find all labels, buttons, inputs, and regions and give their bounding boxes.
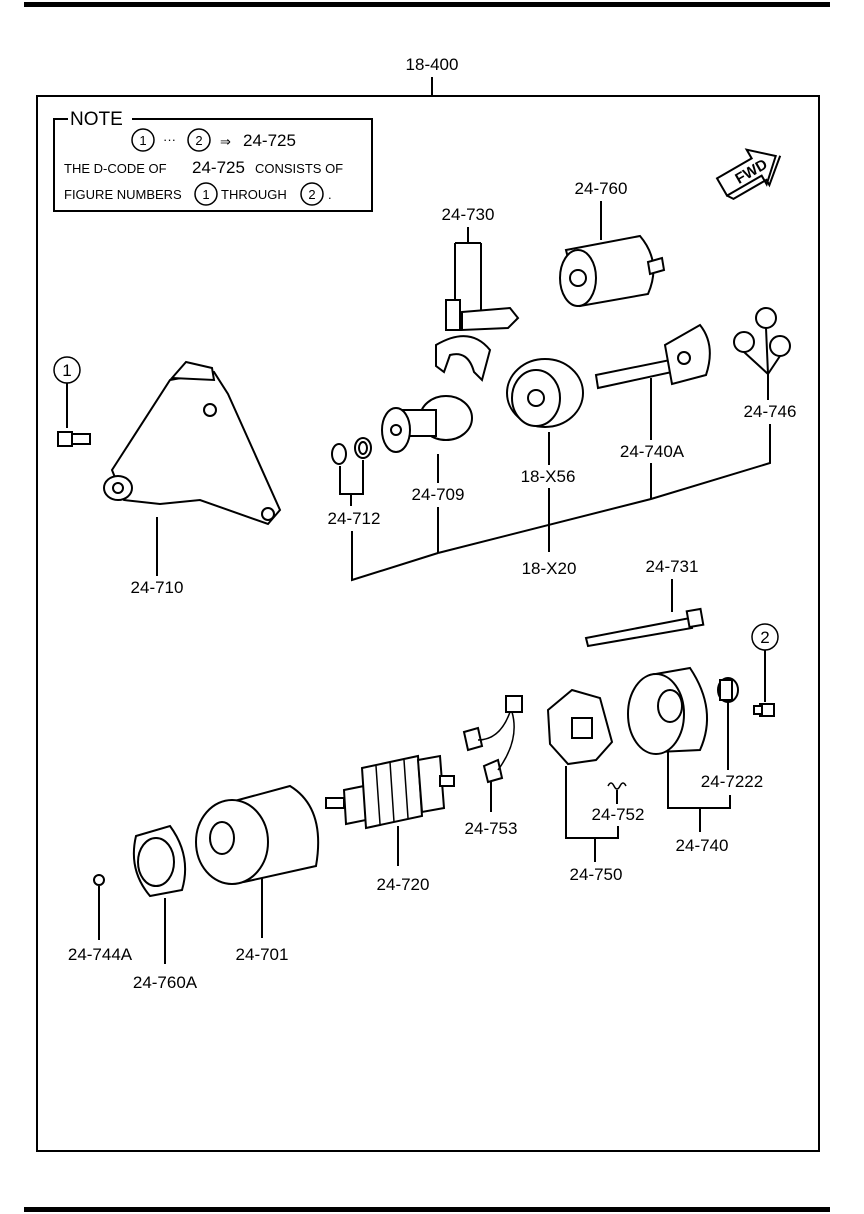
label-18-X56[interactable]: 18-X56 [521, 467, 576, 486]
label-24-760[interactable]: 24-760 [575, 179, 628, 198]
label-24-712[interactable]: 24-712 [328, 509, 381, 528]
drive-lever[interactable] [435, 299, 520, 382]
label-24-731[interactable]: 24-731 [646, 557, 699, 576]
note-box: NOTE 1 ··· 2 ⇒ 24-725 THE D-CODE OF 24-7… [53, 109, 373, 212]
note-title: NOTE [70, 109, 123, 130]
note-line2-code: 24-725 [192, 158, 245, 177]
label-24-7222[interactable]: 24-7222 [701, 772, 763, 791]
note-line2-suffix: CONSISTS OF [255, 161, 343, 176]
bushing[interactable] [717, 677, 739, 703]
note-range-start: 1 [139, 133, 146, 148]
label-24-740[interactable]: 24-740 [676, 836, 729, 855]
diagram-frame [36, 95, 820, 1152]
top-rule [24, 2, 830, 7]
note-line3-end-num: 2 [308, 187, 315, 202]
label-24-701[interactable]: 24-701 [236, 945, 289, 964]
note-line2-prefix: THE D-CODE OF [64, 161, 167, 176]
label-24-710[interactable]: 24-710 [131, 578, 184, 597]
fwd-arrow-icon: FWD [715, 148, 782, 200]
label-24-752[interactable]: 24-752 [592, 805, 645, 824]
steel-ball[interactable] [93, 874, 105, 886]
label-24-730[interactable]: 24-730 [442, 205, 495, 224]
svg-text:···: ··· [163, 132, 176, 147]
brush-set[interactable] [462, 695, 523, 784]
armature[interactable] [325, 754, 455, 830]
yoke-assembly[interactable] [195, 784, 320, 885]
callout-2: 2 [760, 628, 769, 647]
end-frame[interactable] [627, 666, 709, 755]
rubber-boot[interactable] [132, 824, 187, 898]
drive-housing[interactable] [103, 360, 282, 526]
label-24-746[interactable]: 24-746 [744, 402, 797, 421]
stop-ring-set[interactable] [331, 437, 372, 465]
note-range-code: 24-725 [243, 131, 296, 150]
label-24-709[interactable]: 24-709 [412, 485, 465, 504]
pinion-clutch[interactable] [381, 395, 473, 453]
label-24-740A[interactable]: 24-740A [620, 442, 685, 461]
note-range-end: 2 [195, 133, 202, 148]
label-24-720[interactable]: 24-720 [377, 875, 430, 894]
label-24-744A[interactable]: 24-744A [68, 945, 133, 964]
label-24-753[interactable]: 24-753 [465, 819, 518, 838]
label-24-760A[interactable]: 24-760A [133, 973, 198, 992]
note-line3-mid: THROUGH [221, 187, 287, 202]
center-bearing[interactable] [506, 358, 584, 428]
bottom-rule [24, 1207, 830, 1212]
callout-1: 1 [62, 361, 71, 380]
brush-spring[interactable] [607, 782, 627, 790]
through-bolt[interactable] [584, 607, 705, 648]
brush-holder[interactable] [546, 688, 614, 766]
note-line3-end: . [328, 187, 332, 202]
bolt-front[interactable] [57, 431, 91, 447]
label-24-750[interactable]: 24-750 [570, 865, 623, 884]
assembly-code-label[interactable]: 18-400 [406, 55, 459, 74]
screw-rear[interactable] [753, 703, 775, 717]
note-arrow: ⇒ [220, 134, 231, 149]
planetary-shaft[interactable] [594, 323, 711, 390]
label-18-X20[interactable]: 18-X20 [522, 559, 577, 578]
note-line3-start: 1 [202, 187, 209, 202]
note-line3-prefix: FIGURE NUMBERS [64, 187, 182, 202]
solenoid-switch[interactable] [559, 234, 666, 308]
planet-gears[interactable] [733, 307, 791, 357]
